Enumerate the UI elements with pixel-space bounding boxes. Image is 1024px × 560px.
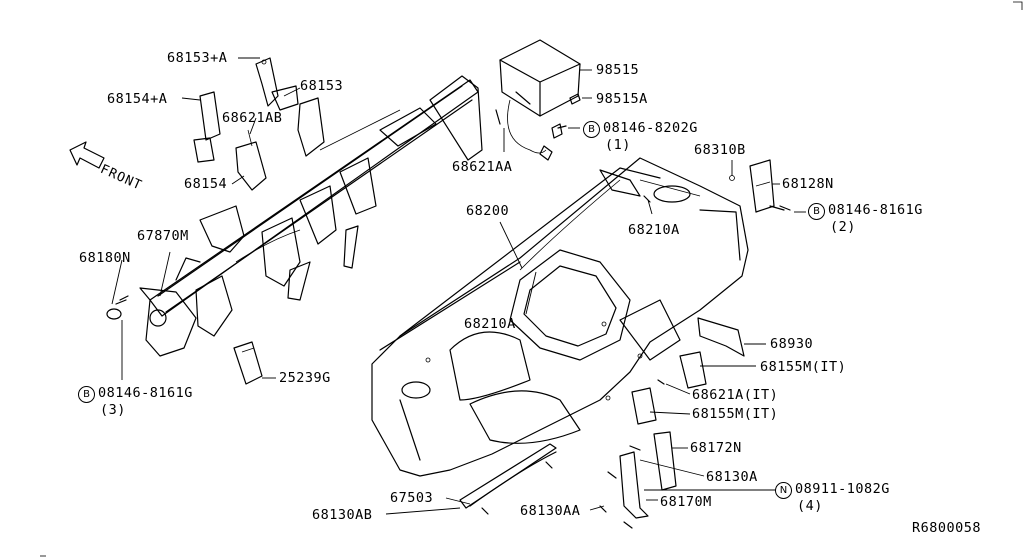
bolt-symbol-icon: B — [78, 386, 95, 403]
airbag-module-98515 — [495, 39, 581, 161]
part-label-68200: 68200 — [466, 203, 510, 219]
part-label-68621aa: 68621AA — [452, 159, 513, 175]
part-label-68153: 68153 — [300, 78, 344, 94]
fastener-label-08146-8161g: 08146-8161G — [828, 202, 923, 218]
part-label-68153a: 68153+A — [167, 50, 228, 66]
fastener-label-08911-1082g: 08911-1082G — [795, 481, 890, 497]
part-label-68155m: 68155M(IT) — [760, 359, 847, 375]
part-label-67870m: 67870M — [137, 228, 189, 244]
part-label-68621a: 68621A(IT) — [692, 387, 779, 403]
fastener-qty: (3) — [100, 402, 126, 418]
fastener-qty: (2) — [830, 219, 856, 235]
fastener-qty: (1) — [605, 137, 631, 153]
part-label-68155m: 68155M(IT) — [692, 406, 779, 422]
bracket-68154a — [193, 91, 221, 163]
fastener-qty: (4) — [797, 498, 823, 514]
bracket-68170m — [619, 451, 649, 519]
part-label-68210a: 68210A — [464, 316, 516, 332]
corner-mark — [1013, 1, 1023, 10]
part-label-68310b: 68310B — [694, 142, 746, 158]
part-label-98515a: 98515A — [596, 91, 648, 107]
part-label-68170m: 68170M — [660, 494, 712, 510]
part-label-68621ab: 68621AB — [222, 110, 283, 126]
bracket-68154 — [235, 129, 267, 191]
front-arrow-icon — [69, 141, 105, 169]
part-label-68172n: 68172N — [690, 440, 742, 456]
bracket-68153 — [255, 57, 325, 157]
leader-lines — [111, 57, 806, 515]
bracket-25239g — [233, 341, 263, 385]
part-label-67503: 67503 — [390, 490, 434, 506]
steering-member-67870m — [139, 75, 483, 357]
fastener-label-08146-8202g: 08146-8202G — [603, 120, 698, 136]
part-label-68128n: 68128N — [782, 176, 834, 192]
bolt-icon — [119, 125, 791, 529]
cap-68180n — [106, 299, 127, 320]
bolt-symbol-icon: B — [583, 121, 600, 138]
instrument-panel-68200 — [371, 157, 749, 477]
fastener-label-08146-8161g: 08146-8161G — [98, 385, 193, 401]
bracket-68128n — [729, 159, 785, 213]
part-label-68210a: 68210A — [628, 222, 680, 238]
trim-67503 — [459, 443, 557, 509]
part-label-68154a: 68154+A — [107, 91, 168, 107]
part-label-68154: 68154 — [184, 176, 228, 192]
part-label-68930: 68930 — [770, 336, 814, 352]
part-label-98515: 98515 — [596, 62, 640, 78]
nut-symbol-icon: N — [775, 482, 792, 499]
bracket-68155m — [631, 351, 707, 425]
part-label-25239g: 25239G — [279, 370, 331, 386]
bracket-68172n — [653, 431, 677, 491]
part-label-68130a: 68130A — [706, 469, 758, 485]
part-label-68130aa: 68130AA — [520, 503, 581, 519]
diagram-id: R6800058 — [912, 520, 982, 536]
bracket-68930 — [697, 317, 745, 357]
bolt-symbol-icon: B — [808, 203, 825, 220]
part-label-68130ab: 68130AB — [312, 507, 373, 523]
part-label-68180n: 68180N — [79, 250, 131, 266]
